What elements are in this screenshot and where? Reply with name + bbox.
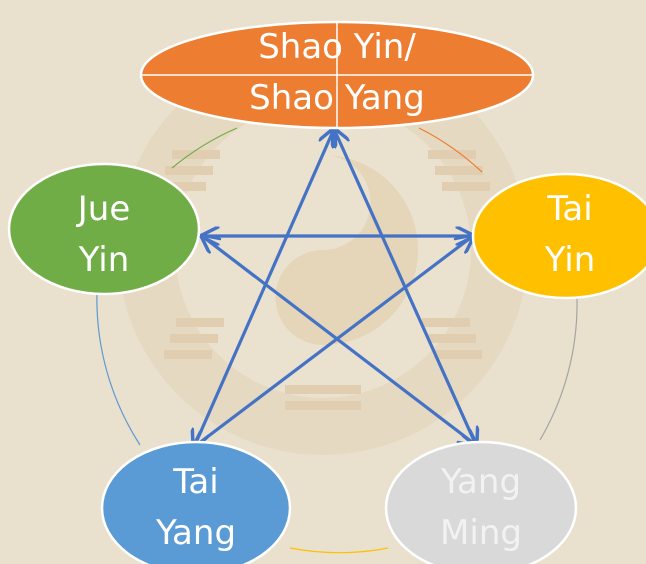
node-tai-yin-label-line1: Tai [546,189,592,229]
arc-tai-yang-to-yang-ming [289,547,389,554]
node-yang-ming-label-line1: Yang [440,462,521,502]
node-shao-yin-shao-yang: Shao Yin/ Shao Yang [139,20,535,130]
node-yang-ming-label-line2: Ming [440,513,522,553]
node-jue-label-line2: Yin [78,240,130,280]
node-jue-yin: Jue Yin [7,162,201,296]
arrow-tai-yin-to-tai-yang [194,236,473,447]
arc-jue-to-tai-yang [96,289,141,446]
node-tai-yin: Tai Yin [471,172,646,300]
pentagram-arrows [194,129,476,447]
node-tai-yang-label-line2: Yang [155,513,236,553]
node-jue-label-line1: Jue [76,189,131,229]
node-tai-yang-label-line1: Tai [172,462,218,502]
node-tai-yin-label-line2: Yin [544,240,596,280]
node-tai-yang: Tai Yang [100,440,292,564]
node-shao-label-line2: Shao Yang [249,78,425,118]
arc-tai-yin-to-yang-ming [539,297,578,441]
node-shao-label-line1: Shao Yin/ [258,27,416,67]
node-yang-ming: Yang Ming [384,440,578,564]
